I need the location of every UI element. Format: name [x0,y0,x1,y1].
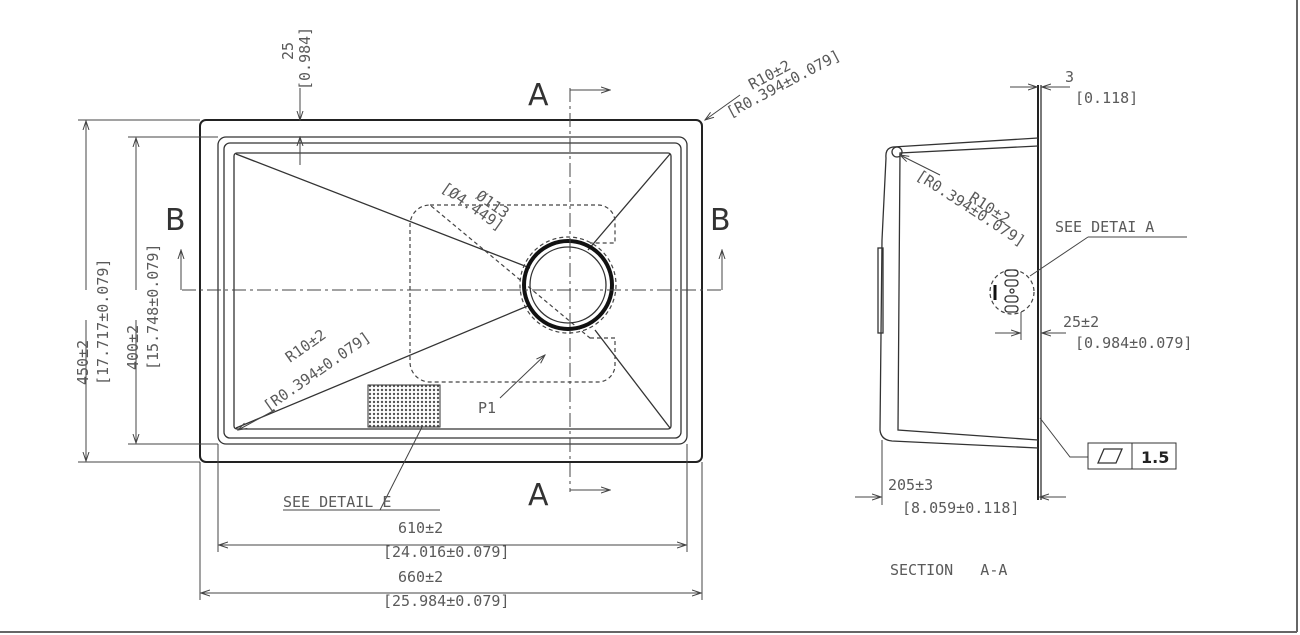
thickness-dim-in: [0.118] [1075,89,1138,107]
drain-icon [522,239,614,331]
p1-label: P1 [478,399,496,417]
plan-view: A A B B SEE DETAIL E P1 25 [0.984] 450±2… [74,27,844,610]
depth-dim: 205±3 [888,476,933,494]
section-radius-in: [R0.394±0.079] [913,166,1029,250]
flange-dim-in: [0.984] [296,27,314,90]
outer-height-dim: 450±2 [74,340,92,385]
section-b-right-label: B [710,203,731,238]
outer-height-dim-in: [17.717±0.079] [94,259,112,385]
bowl-profile [879,137,1039,449]
section-view: SEE DETAI A R10±2 [R0.394±0.079] 3 [0.11… [855,68,1192,579]
drain-offset-dim-in: [0.984±0.079] [1075,334,1192,352]
inner-height-dim-in: [15.748±0.079] [144,244,162,370]
see-detail-a-label: SEE DETAI A [1055,218,1154,236]
depth-dim-in: [8.059±0.118] [902,499,1019,517]
outer-width-dim: 660±2 [398,568,443,586]
flange-dim: 25 [279,42,297,60]
sink-outer-flange [199,119,703,463]
outer-width-dim-in: [25.984±0.079] [383,592,509,610]
section-b-left-label: B [165,203,186,238]
inner-height-dim: 400±2 [124,325,142,370]
section-title: SECTION A-A [890,561,1007,579]
see-detail-e-label: SEE DETAIL E [283,493,391,511]
flatness-symbol-icon [1087,442,1133,470]
inner-width-dim: 610±2 [398,519,443,537]
detail-a-circle [989,269,1035,315]
slope-line [235,153,531,269]
inner-width-dim-in: [24.016±0.079] [383,543,509,561]
detail-e-area [367,384,441,428]
drain-offset-dim: 25±2 [1063,313,1099,331]
grid-outline [409,204,616,383]
section-a-bottom-label: A [528,478,549,513]
thickness-dim: 3 [1065,68,1074,86]
flatness-tolerance: 1.5 [1141,448,1169,467]
section-a-top-label: A [528,78,549,113]
